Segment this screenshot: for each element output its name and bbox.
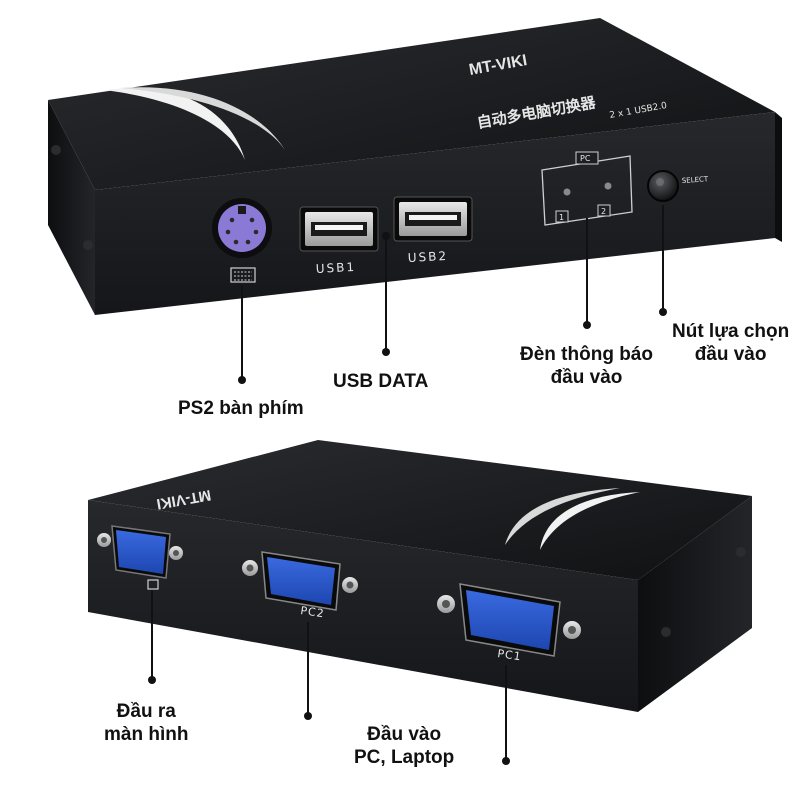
swoosh-logo (540, 492, 640, 550)
callout-output-line1: Đầu ra (116, 701, 176, 722)
vga-output-port[interactable] (97, 525, 183, 579)
callout-input-indicator-line2: đầu vào (550, 367, 623, 388)
pc1-label: PC1 (497, 647, 523, 663)
ps2-port[interactable] (212, 198, 272, 258)
leader-lines (148, 205, 667, 765)
top-kvm-switch: MT-VIKI 自动多电脑切换器 2 x 1 USB2.0 (48, 18, 782, 315)
bottom-device-front-face (88, 500, 638, 712)
callout-ps2-keyboard: PS2 bàn phím (178, 398, 304, 419)
usb1-label: USB1 (315, 260, 356, 276)
bottom-device-side-right (638, 496, 752, 712)
callout-pc-input: Đầu vào PC, Laptop (354, 723, 454, 769)
swoosh-logo-2 (120, 87, 285, 150)
callout-input-indicator: Đèn thông báo đầu vào (520, 343, 653, 389)
callout-select-button: Nút lựa chọn đầu vào (672, 320, 789, 366)
led-indicator-panel: PC 1 2 (541, 151, 633, 226)
vga-pc2-port[interactable] (242, 551, 358, 611)
swoosh-logo-2 (505, 488, 620, 545)
top-device-top-face (48, 18, 775, 190)
callout-output-line2: màn hình (104, 724, 189, 745)
callout-select-line2: đầu vào (694, 344, 767, 365)
screw-icon (83, 240, 93, 250)
screw-icon (661, 627, 671, 637)
led-1-label: 1 (559, 213, 564, 222)
callout-input-line2: PC, Laptop (354, 747, 455, 768)
top-device-side-left (48, 100, 95, 315)
swoosh-logo (105, 88, 245, 160)
callout-usb-data: USB DATA (333, 371, 429, 392)
led-2-label: 2 (601, 207, 606, 216)
screw-icon (736, 547, 746, 557)
usb2-label: USB2 (407, 249, 448, 265)
select-button[interactable] (647, 170, 679, 202)
callout-input-indicator-line1: Đèn thông báo (520, 344, 653, 365)
pc2-label: PC2 (300, 604, 326, 620)
callout-input-line1: Đầu vào (367, 724, 442, 745)
vga-pc1-port[interactable] (437, 583, 581, 657)
bottom-kvm-switch: MT-VIKI PC2 (88, 440, 752, 712)
monitor-icon (147, 579, 159, 590)
led-1-icon (563, 188, 571, 196)
callout-select-line1: Nút lựa chọn (672, 321, 790, 342)
usb2-port[interactable] (393, 196, 473, 242)
usb1-port[interactable] (299, 206, 379, 252)
led-panel-header: PC (580, 154, 591, 163)
bottom-device-top-face (88, 440, 752, 580)
callout-monitor-output: Đầu ra màn hình (104, 700, 188, 746)
select-button-label: SELECT (682, 175, 710, 185)
screw-icon (51, 145, 61, 155)
keyboard-icon (230, 267, 256, 283)
top-device-side-right (775, 112, 782, 242)
led-2-icon (604, 182, 612, 190)
